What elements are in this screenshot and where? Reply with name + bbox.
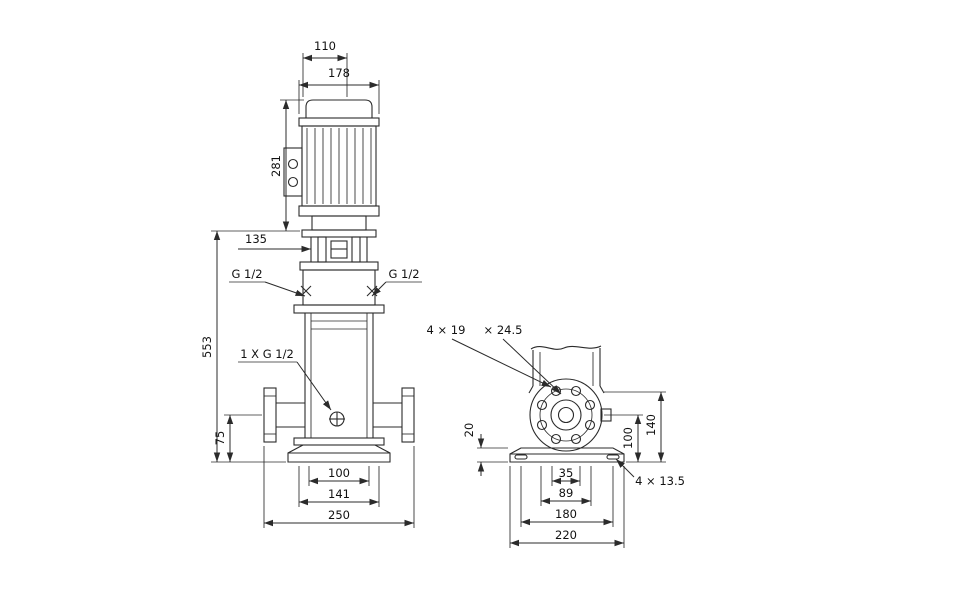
cable-entry-hole bbox=[287, 176, 299, 188]
dim-motor-height: 281 bbox=[211, 99, 304, 232]
dim-pump-height: 553 bbox=[200, 231, 286, 463]
bolt-hole bbox=[570, 433, 582, 445]
base-slot bbox=[514, 454, 528, 460]
flange-outer-circle bbox=[529, 378, 603, 452]
dim-base-inner: 141 bbox=[298, 466, 380, 507]
pump-sleeve bbox=[293, 304, 385, 446]
dim-base-height-label: 20 bbox=[462, 423, 476, 438]
dim-height-100-label: 100 bbox=[621, 427, 635, 449]
motor-rim bbox=[298, 117, 380, 127]
base-bolt-holes-label: 4 × 13.5 bbox=[635, 474, 685, 488]
coupling-guard bbox=[317, 236, 327, 263]
dim-width-220: 220 bbox=[509, 466, 625, 548]
dim-port-centerline: 75 bbox=[213, 414, 262, 462]
flange-face bbox=[529, 378, 612, 452]
bolt-hole bbox=[584, 419, 596, 431]
callout-base-bolt-holes: 4 × 13.5 bbox=[615, 458, 685, 488]
dim-width-220-label: 220 bbox=[555, 528, 577, 542]
port-left-label: G 1/2 bbox=[231, 267, 262, 281]
dim-port-centerline-label: 75 bbox=[213, 431, 227, 446]
flange-bolt-holes bbox=[536, 385, 596, 445]
dim-height-100: 100 bbox=[604, 414, 666, 463]
dim-flange-span: 250 bbox=[263, 446, 415, 528]
coupling-guard bbox=[351, 236, 361, 263]
terminal-box bbox=[283, 147, 303, 197]
callout-flange-holes: 4 × 19 × 24.5 bbox=[427, 323, 562, 395]
dim-coupling-height: 135 bbox=[238, 232, 311, 253]
sleeve-bottom-plate bbox=[293, 437, 385, 446]
dim-base-inner-label: 141 bbox=[328, 487, 350, 501]
side-view bbox=[509, 345, 625, 463]
callout-port-left: G 1/2 bbox=[229, 267, 306, 297]
base-plate bbox=[509, 447, 625, 463]
column bbox=[528, 345, 605, 394]
motor-cooling-fins bbox=[306, 128, 372, 204]
dim-base-holes: 100 bbox=[308, 466, 370, 486]
bolt-hole bbox=[584, 399, 596, 411]
callout-port-right: G 1/2 bbox=[371, 267, 422, 297]
dim-motor-height-label: 281 bbox=[269, 155, 283, 177]
port-circle bbox=[550, 399, 582, 431]
pump-head bbox=[299, 261, 379, 306]
side-view-dimensions: 4 × 19 × 24.5 20 100 140 35 bbox=[427, 323, 685, 548]
bolt-hole bbox=[550, 433, 562, 445]
dim-fan-width: 110 bbox=[302, 39, 348, 97]
dim-height-140-label: 140 bbox=[644, 414, 658, 436]
callout-drain-port: 1 X G 1/2 bbox=[238, 347, 332, 411]
bolt-hole bbox=[570, 385, 582, 397]
dim-coupling-height-label: 135 bbox=[245, 232, 267, 246]
flange-spotface-label: × 24.5 bbox=[484, 323, 523, 337]
break-line bbox=[530, 345, 602, 350]
bolt-circle bbox=[539, 388, 593, 442]
head-body bbox=[302, 269, 376, 306]
front-view bbox=[263, 99, 415, 463]
sleeve-top-plate bbox=[293, 304, 385, 314]
coupling-section bbox=[301, 229, 377, 263]
cable-entry-hole bbox=[287, 158, 299, 170]
right-flange bbox=[373, 387, 415, 443]
base-slot bbox=[606, 454, 620, 460]
dim-base-holes-label: 100 bbox=[328, 466, 350, 480]
pump-base bbox=[287, 444, 391, 463]
front-view-dimensions: 110 178 281 135 G 1/2 G 1/2 bbox=[200, 39, 422, 528]
motor-bottom-flange bbox=[298, 205, 380, 217]
drain-plug bbox=[329, 411, 345, 427]
dim-pump-height-label: 553 bbox=[200, 336, 214, 358]
dim-width-180-label: 180 bbox=[555, 507, 577, 521]
dim-motor-width: 178 bbox=[298, 66, 380, 114]
dim-width-35: 35 bbox=[551, 466, 581, 486]
motor-fan-cover bbox=[305, 99, 373, 119]
bolt-hole bbox=[536, 399, 548, 411]
dim-width-89: 89 bbox=[540, 466, 592, 506]
drain-port-label: 1 X G 1/2 bbox=[240, 347, 294, 361]
port-right-label: G 1/2 bbox=[388, 267, 419, 281]
dim-base-height: 20 bbox=[462, 423, 508, 476]
dim-fan-width-label: 110 bbox=[314, 39, 336, 53]
dim-width-35-label: 35 bbox=[559, 466, 574, 480]
dim-width-89-label: 89 bbox=[559, 486, 574, 500]
motor bbox=[283, 99, 380, 231]
dim-width-180: 180 bbox=[520, 466, 614, 527]
flange-holes-label: 4 × 19 bbox=[427, 323, 466, 337]
head-top-plate bbox=[299, 261, 379, 271]
dim-height-140: 140 bbox=[604, 391, 666, 462]
dim-motor-width-label: 178 bbox=[328, 66, 350, 80]
dim-flange-span-label: 250 bbox=[328, 508, 350, 522]
bore-circle bbox=[557, 406, 575, 424]
stool-plate bbox=[301, 229, 377, 238]
motor-shaft-housing bbox=[311, 215, 367, 231]
left-flange bbox=[263, 387, 305, 443]
bolt-hole bbox=[536, 419, 548, 431]
